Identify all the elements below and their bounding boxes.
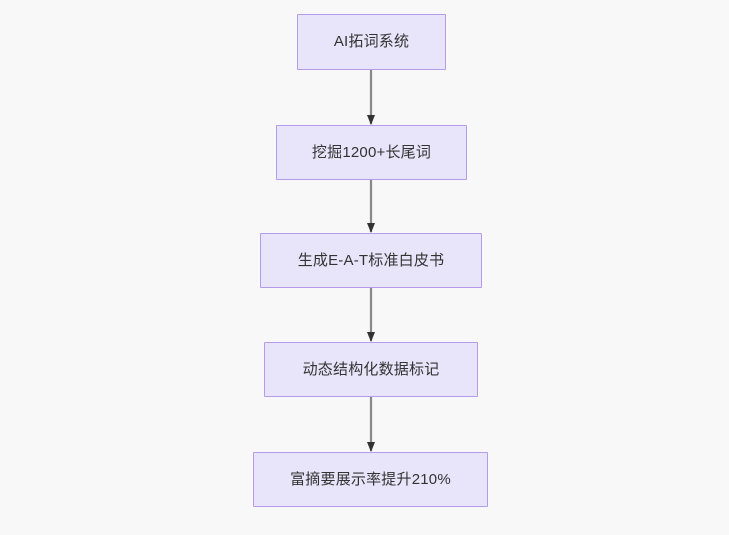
flow-node-generate-eat-whitepaper[interactable]: 生成E-A-T标准白皮书 [260,233,482,288]
flow-node-label: 富摘要展示率提升210% [290,470,451,488]
flow-node-rich-snippet-impression-lift[interactable]: 富摘要展示率提升210% [253,452,488,507]
flow-node-ai-keyword-system[interactable]: AI拓词系统 [297,14,446,70]
flow-node-mine-longtail-keywords[interactable]: 挖掘1200+长尾词 [276,125,467,180]
flow-node-label: AI拓词系统 [333,33,410,51]
flow-node-dynamic-structured-data-markup[interactable]: 动态结构化数据标记 [264,342,478,397]
flow-node-label: 挖掘1200+长尾词 [311,143,432,161]
flow-node-label: 生成E-A-T标准白皮书 [297,251,445,269]
flow-node-label: 动态结构化数据标记 [302,360,440,378]
